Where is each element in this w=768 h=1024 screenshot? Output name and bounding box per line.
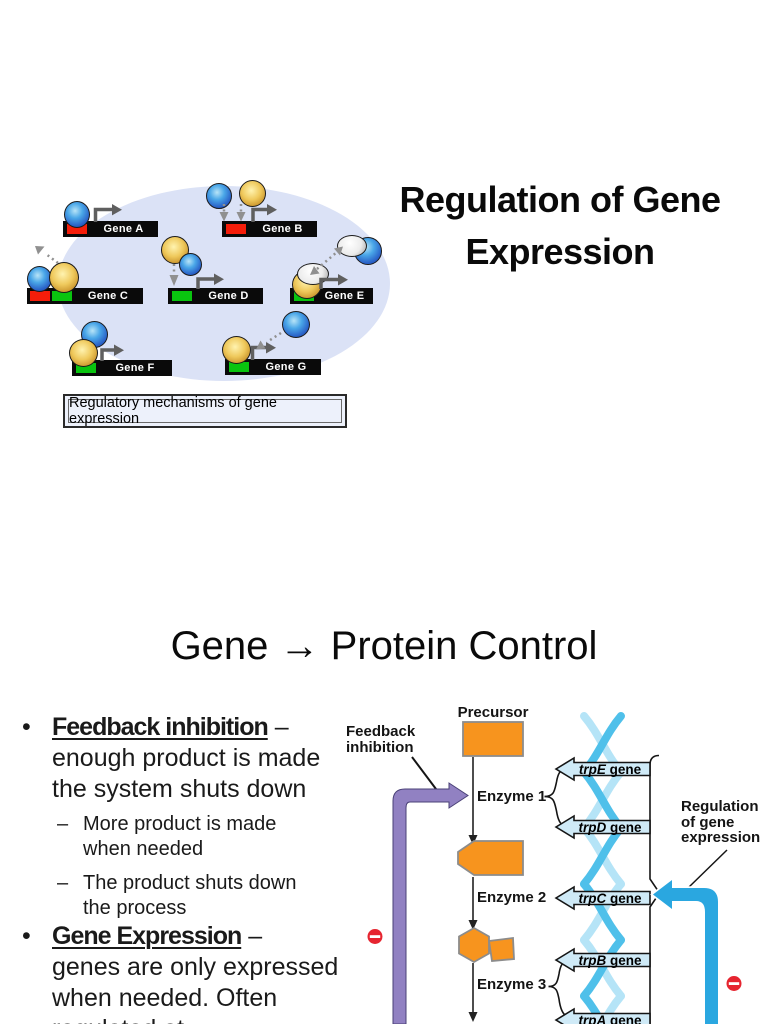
regulation-arrow [650,876,720,1024]
bullet-marker: • [22,713,31,741]
protein-sphere-blue [206,183,232,209]
trpB-gene-label: trpB gene [568,953,652,968]
trpE-gene-label: trpE gene [568,762,652,777]
pathway-arrowheads [468,835,478,1022]
bullet-line: enough product is made [52,744,321,772]
sub-bullet-more-product: – More product is made when needed [57,812,357,862]
sub-bullet-product-shuts-down: – The product shuts down the process [57,871,357,921]
enzyme2-label: Enzyme 2 [477,889,547,906]
trp-gene-boxes [554,756,651,1024]
promoter-arrows [93,207,338,361]
bullet-feedback-inhibition: • Feedback inhibition– enough product is… [22,712,352,805]
dash: – [274,713,289,741]
promoter-arrowheads [112,204,348,356]
operator-chip-green [52,291,72,301]
sub-bullet-marker: – [57,813,69,835]
operator-chip-green [76,363,96,373]
caption-box: Regulatory mechanisms of gene expression [63,394,347,428]
regulation-label-line2: of gene [681,813,735,831]
operator-chip-green [172,291,192,301]
feedback-label-line1: Feedback [346,723,416,740]
trpC-gene-label: trpC gene [568,891,652,906]
operon-bracket [649,754,661,1024]
feedback-label-line2: inhibition [346,738,414,756]
gene-a-label: Gene A [103,223,144,235]
feedback-inhibition-label: Feedback inhibition [346,724,415,755]
protein-sphere-blue [64,201,90,228]
operator-chip-red [226,224,246,234]
trpD-gene-label: trpD gene [568,820,652,835]
protein-sphere-gold [239,180,266,207]
protein-sphere-gold [69,339,98,367]
gene-b-label: Gene B [262,223,303,235]
gene-d-label: Gene D [208,290,249,302]
gene-c-label: Gene C [87,290,129,302]
protein-sphere-blue [179,253,202,276]
enzyme3-label: Enzyme 3 [477,976,547,993]
bullet-term: Feedback inhibition [52,713,269,741]
bullet-term: Gene Expression [52,922,242,950]
operator-chip-green [229,362,249,372]
precursor-label: Precursor [457,704,529,721]
dash: – [248,922,263,950]
feedback-inhibition-arrow [392,782,469,1024]
gene-a-bar: Gene A [63,221,158,237]
gene-word: gene [606,953,642,968]
sub-bullet-line: The product shuts down [83,872,297,894]
regulation-label: Regulation of gene expression [681,799,760,846]
gene-b-bar: Gene B [222,221,317,237]
protein-sphere-white [337,235,367,257]
bullet-line: when needed. Often [52,984,278,1012]
bullet-line: Feedback inhibition– [52,712,352,743]
gene-word: gene [606,820,642,835]
slide1-title-line1: Regulation of Gene [399,179,721,220]
slide2-title: Gene → Protein Control [170,624,598,668]
gene-word: gene [606,891,642,906]
precursor-box [462,721,524,757]
operator-chip-red [67,224,87,234]
minus-badges [367,929,742,991]
gene-f-label: Gene F [115,362,155,374]
bullet-line: the system shuts down [52,775,307,803]
operator-chip-red [30,291,50,301]
binding-arrowheads [35,212,343,350]
gene-d-bar: Gene D [168,288,263,304]
trpA-gene-name: trpA [578,1013,607,1024]
sub-bullet-marker: – [57,872,69,894]
sub-bullet-line: More product is made [83,813,277,835]
gene-word: gene [606,1013,642,1024]
gene-word: gene [605,762,642,777]
enzyme1-label: Enzyme 1 [477,788,547,805]
bullet-line: genes are only expressed [52,953,339,981]
gene-g-bar: Gene G [225,359,321,375]
regulation-label-line3: expression [681,829,761,846]
gene-f-bar: Gene F [72,360,172,376]
trpB-gene-name: trpB [578,953,607,968]
protein-sphere-blue [282,311,310,338]
bullet-line: regulated at [52,1014,352,1024]
bullet-marker: • [22,922,31,950]
trpD-gene-name: trpD [578,820,607,835]
bullet-line: Gene Expression– [52,921,352,952]
protein-sphere-gold [49,262,79,293]
feedback-pointer-line [411,756,440,794]
gene-e-label: Gene E [324,290,365,302]
trpC-gene-name: trpC [578,891,607,906]
regulation-label-line1: Regulation [681,798,759,815]
protein-sphere-gold [222,336,251,364]
sub-bullet-line: the process [83,897,187,919]
gene-g-label: Gene G [265,361,307,373]
trpE-gene-name: trpE [578,762,606,777]
gene-c-bar: Gene C [27,288,143,304]
slide1-title-line2: Expression [465,231,655,272]
bullet-gene-expression: • Gene Expression– genes are only expres… [22,921,352,1024]
regulation-pointer-line [687,849,728,889]
metabolite-shapes [457,721,524,964]
slide1-title: Regulation of Gene Expression [378,174,742,278]
protein-sphere-blue [27,266,52,292]
trpA-gene-label: trpA gene [568,1013,652,1024]
binding-arrows [45,204,338,344]
sub-bullet-line: when needed [83,838,204,860]
